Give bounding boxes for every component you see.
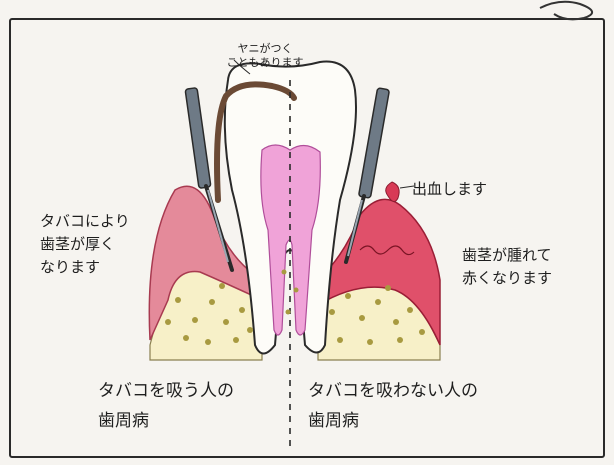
- bleeding-label: 出血します: [412, 180, 488, 198]
- corner-scribble: [539, 0, 593, 21]
- bone-dots: [165, 269, 425, 345]
- blood-drop: [385, 181, 400, 202]
- illustration-frame: [9, 18, 605, 458]
- gum-right-wavy-line: [359, 245, 415, 256]
- smoker-gum-label: タバコにより 歯茎が厚く なります: [40, 212, 130, 276]
- nonsmoker-periodontitis-title: タバコを吸わない人の 歯周病: [308, 381, 478, 431]
- tar-note-pointer: [233, 59, 251, 75]
- periodontal-probe-icon-right: [344, 87, 390, 264]
- periodontal-probe-icon-left: [184, 87, 234, 272]
- gum-left: [148, 185, 263, 341]
- smoker-periodontitis-title: タバコを吸う人の 歯周病: [98, 381, 234, 431]
- nonsmoker-gum-label: 歯茎が腫れて 赤くなります: [462, 246, 553, 287]
- tar-note-label: ヤニがつく こともあります: [226, 42, 304, 69]
- bleeding-pointer: [399, 185, 415, 189]
- tar-stain: [214, 81, 297, 203]
